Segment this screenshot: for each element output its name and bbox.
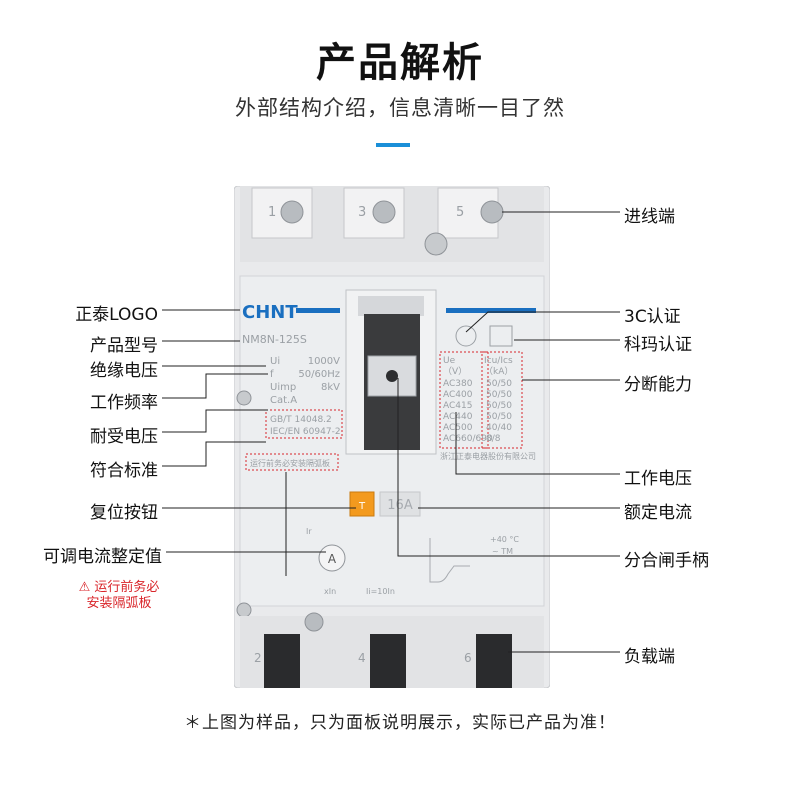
reset-button[interactable]	[349, 491, 375, 517]
ui-value: 1000V	[308, 356, 340, 367]
dial-arrow-icon: A	[328, 552, 337, 566]
warning-line-2: 安装隔弧板	[86, 596, 152, 611]
handle-pin-icon	[386, 370, 398, 382]
manufacturer-text: 浙江正泰电器股份有限公司	[440, 451, 536, 461]
ue-value: AC380	[443, 379, 473, 389]
label-line-terminal: 进线端	[624, 207, 675, 227]
ue-value: AC500	[443, 423, 473, 433]
dial-label-xin: xIn	[324, 587, 336, 596]
arc-barrier-warning: ⚠ 运行前务必 安装隔弧板	[54, 580, 184, 612]
warning-triangle-icon: ⚠	[78, 580, 91, 595]
warning-plate-text: 运行前务必安装隔弧板	[250, 458, 330, 468]
load-terminal-4	[370, 634, 406, 688]
ue-unit: （V）	[443, 366, 467, 377]
icu-value: 40/40	[486, 423, 512, 433]
terminal-number: 6	[464, 651, 472, 665]
label-rated-current: 额定电流	[624, 503, 692, 523]
panel-screw-icon	[236, 602, 252, 618]
screw-icon	[372, 200, 396, 224]
warning-line-1: 运行前务必	[94, 580, 160, 595]
title-accent-bar	[376, 143, 410, 147]
brand-stripe	[296, 308, 340, 313]
dial-label-ir: Ir	[306, 527, 312, 536]
terminal-number: 3	[358, 205, 366, 220]
load-terminal-2	[264, 634, 300, 688]
icu-value: 50/50	[486, 390, 512, 400]
reset-button-mark: T	[358, 501, 366, 512]
icu-header: Icu/Ics	[484, 356, 513, 366]
brand-stripe	[446, 308, 536, 313]
tm-label: ~ TM	[492, 547, 513, 556]
footnote: ＊上图为样品，只为面板说明展示，实际已产品为准！	[184, 713, 616, 733]
icu-unit: （kA）	[484, 366, 513, 377]
screw-icon	[480, 200, 504, 224]
label-withstand-voltage: 耐受电压	[90, 427, 158, 447]
label-cert-kema: 科玛认证	[624, 335, 692, 355]
page-subtitle: 外部结构介绍，信息清晰一目了然	[235, 96, 565, 120]
icu-value: 50/50	[486, 379, 512, 389]
circuit-breaker-illustration: 1 3 5 CHNT NM8N-125S Ui 1000V f 50/60Hz …	[234, 186, 550, 688]
screw-icon	[304, 612, 324, 632]
f-label: f	[270, 369, 274, 380]
terminal-number: 2	[254, 651, 262, 665]
standard-text-2: IEC/EN 60947-2	[270, 427, 341, 437]
ue-value: AC415	[443, 401, 472, 411]
label-brand-logo: 正泰LOGO	[75, 305, 158, 325]
vent-grille	[358, 296, 424, 316]
f-value: 50/60Hz	[298, 369, 340, 380]
uimp-label: Uimp	[270, 382, 296, 393]
label-standard: 符合标准	[90, 461, 158, 481]
standard-text-1: GB/T 14048.2	[270, 415, 332, 425]
ue-header: Ue	[443, 356, 456, 366]
label-operating-voltage: 工作电压	[624, 469, 692, 489]
terminal-number: 4	[358, 651, 366, 665]
terminal-number: 1	[268, 205, 276, 220]
category-text: Cat.A	[270, 395, 297, 406]
uimp-value: 8kV	[321, 382, 340, 393]
model-text: NM8N-125S	[242, 333, 307, 346]
ue-value: AC400	[443, 390, 473, 400]
page-title: 产品解析	[316, 40, 484, 86]
rated-current-text: 16A	[387, 498, 413, 513]
icu-value: 50/50	[486, 412, 512, 422]
screw-icon	[280, 200, 304, 224]
icu-value: 8/8	[486, 434, 501, 444]
ui-label: Ui	[270, 356, 280, 367]
panel-screw-icon	[236, 390, 252, 406]
mounting-screw-icon	[424, 232, 448, 256]
label-insulation-voltage: 绝缘电压	[90, 361, 158, 381]
label-cert-3c: 3C认证	[624, 307, 681, 327]
load-terminal-6	[476, 634, 512, 688]
label-reset-button: 复位按钮	[90, 503, 158, 523]
ue-value: AC440	[443, 412, 473, 422]
icu-value: 50/50	[486, 401, 512, 411]
brand-logo: CHNT	[242, 302, 298, 323]
terminal-number: 5	[456, 205, 464, 220]
label-breaking-capacity: 分断能力	[624, 375, 692, 395]
label-adjustable-current: 可调电流整定值	[43, 547, 162, 567]
label-model: 产品型号	[90, 336, 158, 356]
label-load-terminal: 负载端	[624, 647, 675, 667]
label-frequency: 工作频率	[90, 393, 158, 413]
label-handle: 分合闸手柄	[624, 551, 709, 571]
ii-label: Ii=10In	[366, 587, 395, 596]
trip-curve-icon	[429, 538, 470, 583]
temperature-label: +40 °C	[490, 535, 519, 544]
